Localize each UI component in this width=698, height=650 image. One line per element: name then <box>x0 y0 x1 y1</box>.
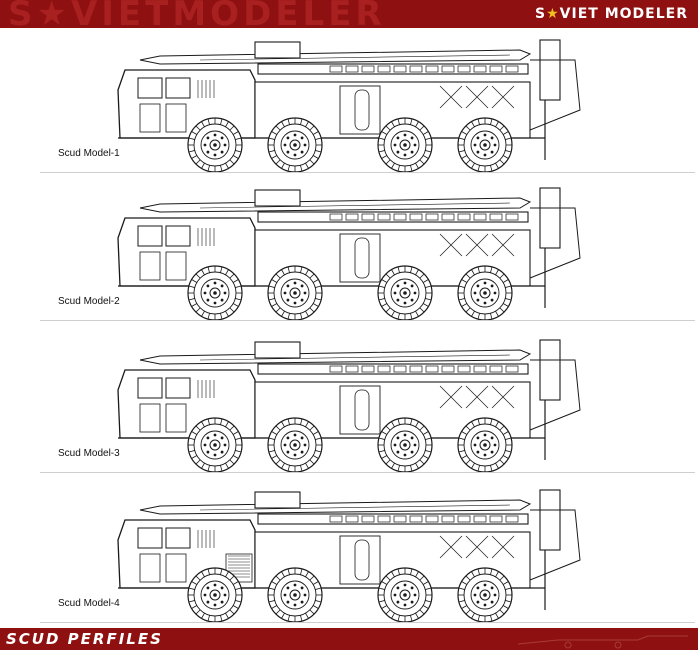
wheel <box>377 567 433 623</box>
profile-caption: Scud Model-3 <box>58 448 120 459</box>
wheel <box>267 417 323 473</box>
header-watermark: S★VIETMODELER <box>8 0 386 28</box>
header-bar: S★VIETMODELER S★VIET MODELER <box>0 0 698 28</box>
vehicle-drawing <box>117 187 581 321</box>
wheel <box>187 117 243 173</box>
wheel <box>187 417 243 473</box>
ground-line <box>40 472 695 473</box>
vehicle-profile <box>117 489 581 623</box>
footer-bar: SCUD PERFILES <box>0 628 698 650</box>
vehicle-drawing <box>117 39 581 173</box>
wheel <box>457 567 513 623</box>
ground-line <box>40 172 695 173</box>
wheel <box>377 117 433 173</box>
profile-caption: Scud Model-4 <box>58 598 120 609</box>
wheel <box>187 265 243 321</box>
star-icon: ★ <box>546 6 560 22</box>
profile-panel: Scud Model-2 <box>0 178 698 328</box>
brand-suffix: VIET MODELER <box>559 6 688 22</box>
ground-line <box>40 320 695 321</box>
profile-caption: Scud Model-2 <box>58 296 120 307</box>
profile-caption: Scud Model-1 <box>58 148 120 159</box>
brand-prefix: S <box>535 6 547 22</box>
vehicle-profile <box>117 39 581 173</box>
profile-panel: Scud Model-4 <box>0 480 698 630</box>
wheel <box>267 117 323 173</box>
wheel <box>267 567 323 623</box>
vehicle-drawing <box>117 339 581 473</box>
profile-panel: Scud Model-1 <box>0 30 698 180</box>
vehicle-profile <box>117 187 581 321</box>
ground-line <box>40 622 695 623</box>
footer-decoration <box>517 635 688 649</box>
wheel <box>377 265 433 321</box>
profile-panel: Scud Model-3 <box>0 330 698 480</box>
wheel <box>377 417 433 473</box>
wheel <box>187 567 243 623</box>
wheel <box>457 265 513 321</box>
brand-logo[interactable]: S★VIET MODELER <box>535 6 688 22</box>
wheel <box>457 417 513 473</box>
wheel <box>457 117 513 173</box>
vehicle-profile <box>117 339 581 473</box>
vehicle-drawing <box>117 489 581 623</box>
wheel <box>267 265 323 321</box>
footer-title: SCUD PERFILES <box>6 630 163 648</box>
